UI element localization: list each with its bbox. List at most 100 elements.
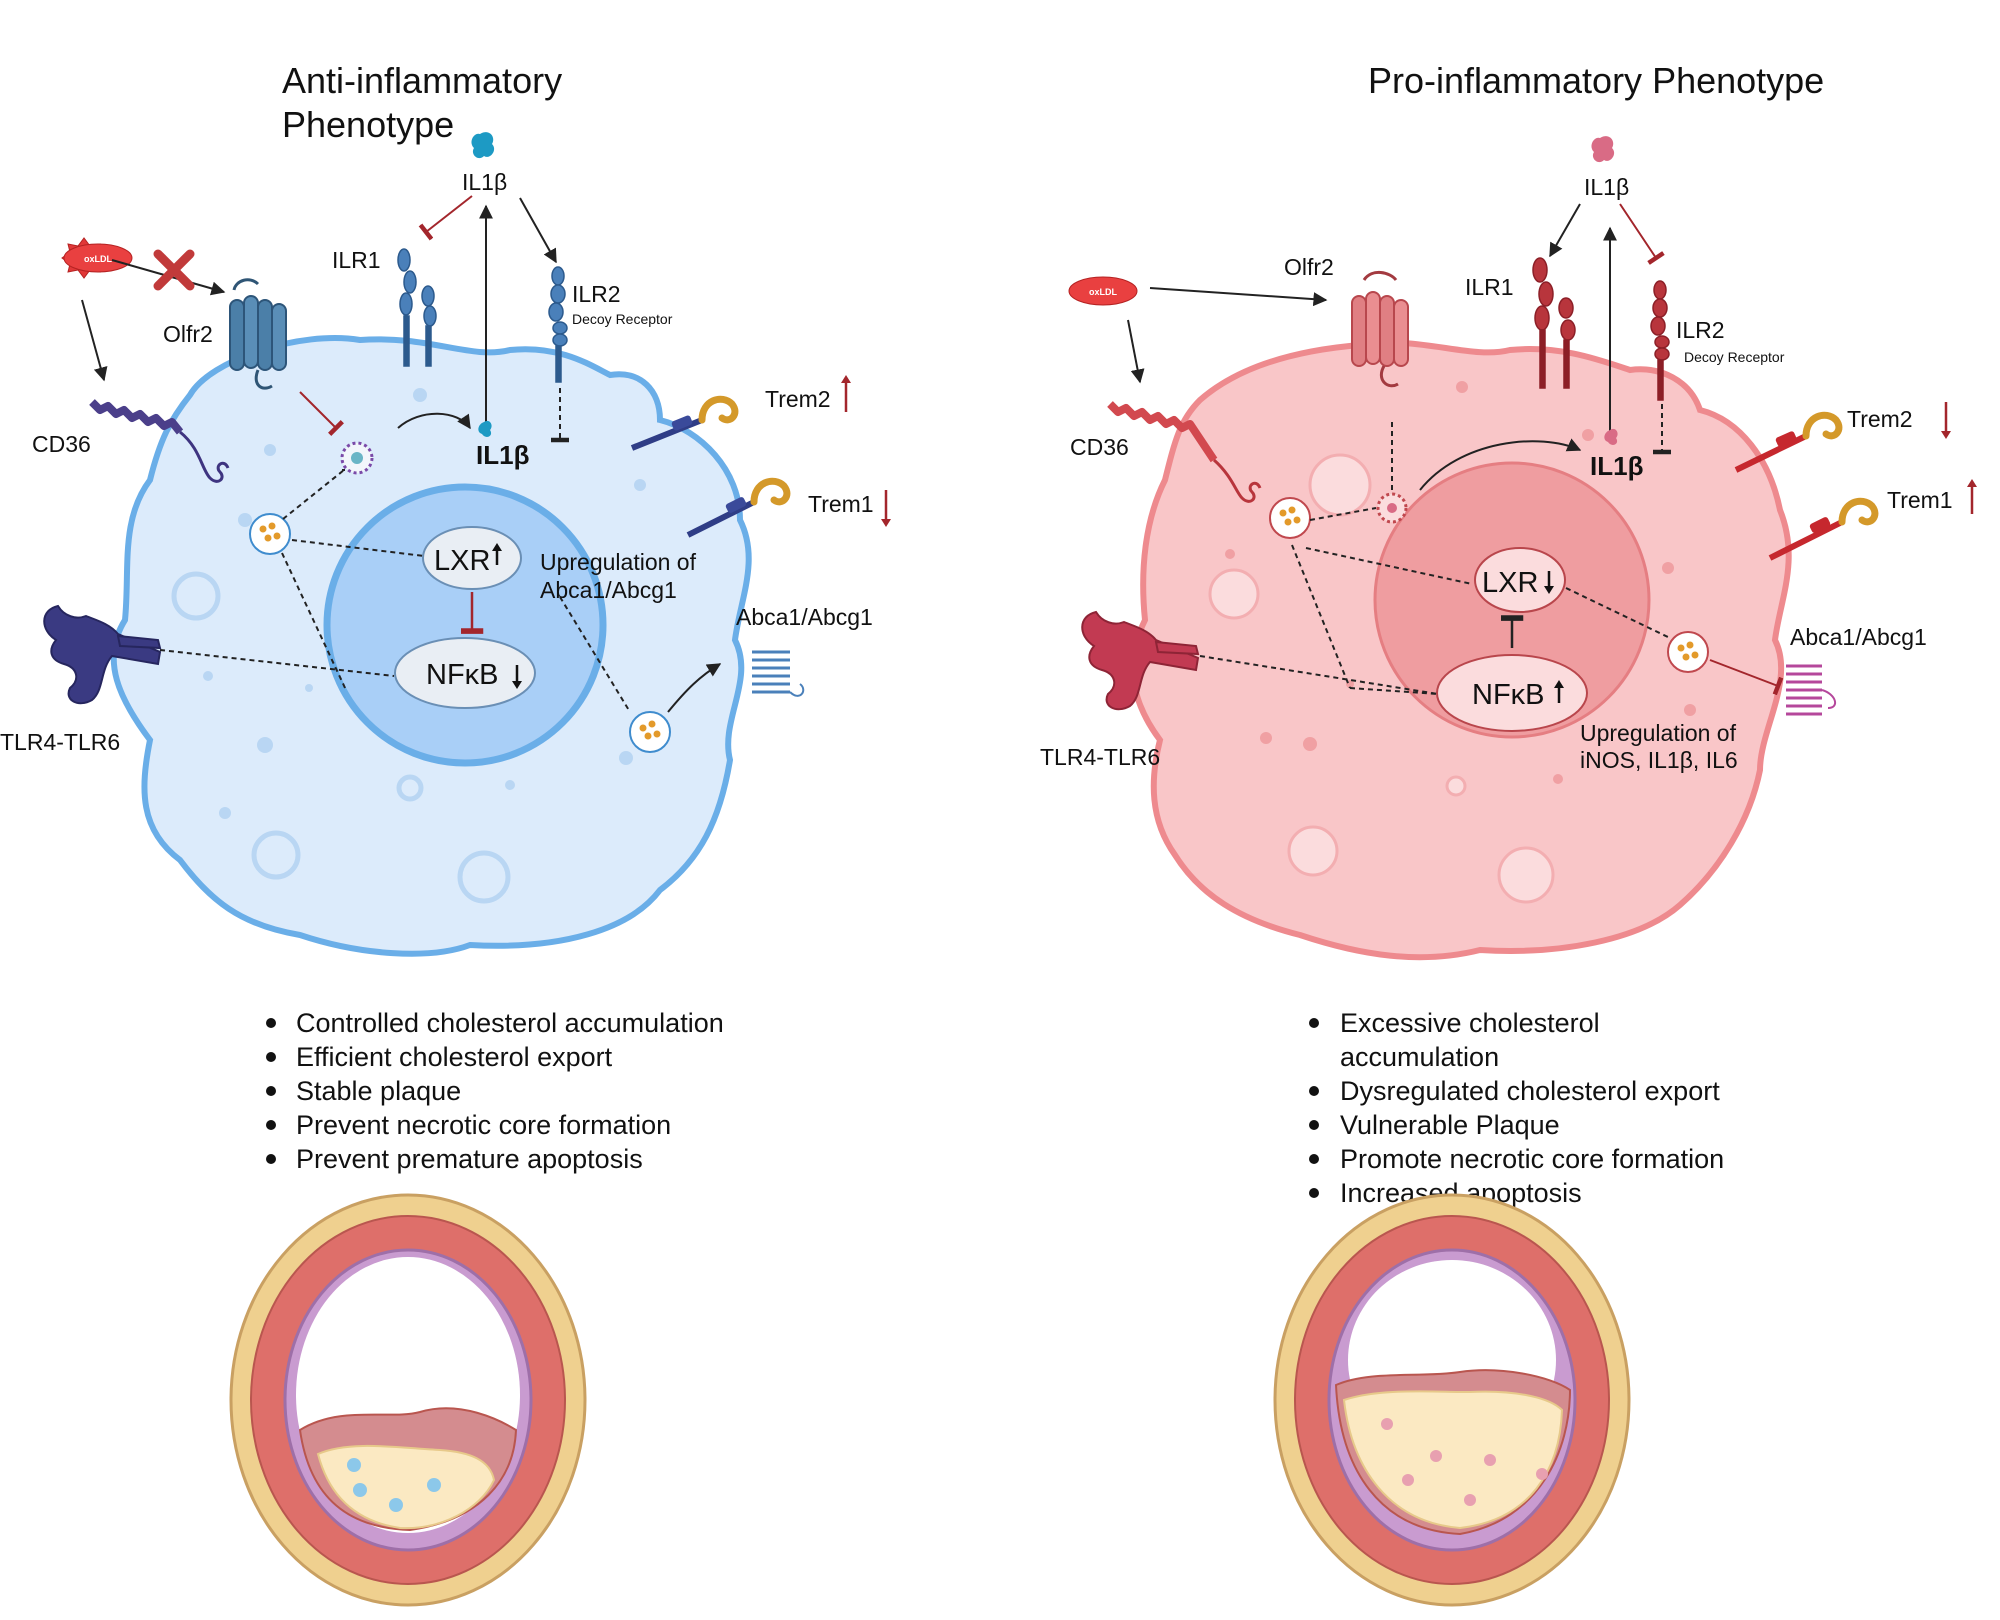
anti-vacuoles: [171, 571, 511, 904]
oxldl-to-cd36-arrow: [81, 299, 108, 382]
anti-bullet: Controlled cholesterol accumulation: [296, 1008, 724, 1038]
pro-il1b-inner-label: IL1β: [1590, 451, 1643, 481]
pro-trem2-receptor: [1734, 411, 1843, 473]
pro-cd36-label: CD36: [1070, 434, 1129, 460]
vacuole: [1445, 775, 1467, 797]
anti-abca1-transporter: [752, 650, 805, 697]
granule: [634, 479, 646, 491]
anti-cd36-label: CD36: [32, 431, 91, 457]
granule: [505, 780, 515, 790]
anti-title-line2: Phenotype: [282, 104, 454, 145]
il1b-to-ilr2-arrow: [519, 197, 557, 264]
anti-il1b-top-label: IL1β: [462, 169, 507, 195]
vacuole: [396, 774, 424, 802]
anti-ilr2-label: ILR2: [572, 281, 621, 307]
pro-olfr2-label: Olfr2: [1284, 254, 1334, 280]
vacuole: [251, 830, 301, 880]
granule: [1225, 549, 1235, 559]
anti-inflammasome-icon: [340, 441, 374, 475]
anti-trem2-label: Trem2: [765, 386, 831, 412]
anti-lxr-node: [422, 526, 522, 590]
pro-dashed-links: [1199, 422, 1671, 695]
pro-nfkb-node: [1436, 654, 1588, 732]
il1b-to-ilr2-inhibit: [1619, 203, 1665, 265]
pro-inflammatory-panel: Pro-inflammatory Phenotype LXR NFκB: [1040, 60, 1977, 1607]
pro-tlr4-tlr6-receptor: [1081, 610, 1200, 711]
anti-bullet: Prevent premature apoptosis: [296, 1144, 643, 1174]
arrow-up-icon: [1554, 680, 1564, 703]
pro-granules: [1225, 381, 1696, 784]
granule: [1553, 774, 1563, 784]
il1b-ligand-icon: [471, 132, 495, 159]
pro-tlr-label: TLR4-TLR6: [1040, 744, 1160, 770]
pro-title: Pro-inflammatory Phenotype: [1368, 60, 1824, 101]
pro-lxr-node: [1474, 547, 1566, 613]
vulnerable-plaque-vessel: [1273, 1193, 1631, 1607]
il1b-to-ilr1-arrow: [1549, 203, 1581, 258]
anti-trem1-label: Trem1: [808, 491, 874, 517]
anti-tlr4-tlr6-receptor: [43, 604, 162, 705]
anti-title-line1: Anti-inflammatory: [282, 60, 562, 101]
pro-bullet: accumulation: [1340, 1042, 1499, 1072]
anti-dashed-links: [159, 469, 631, 713]
anti-abca-label: Abca1/Abcg1: [736, 604, 873, 630]
pro-trem2-label: Trem2: [1847, 406, 1913, 432]
pro-trem1-receptor: [1768, 497, 1879, 561]
pro-cd36-receptor: [1107, 401, 1262, 503]
anti-granules: [203, 388, 646, 819]
granule: [1456, 381, 1468, 393]
vacuole: [1497, 846, 1555, 904]
pro-abca1-transporter: [1786, 664, 1837, 716]
blocked-x-icon: [153, 249, 195, 291]
granule: [219, 807, 231, 819]
granule: [413, 388, 427, 402]
arrow-down-icon: [1544, 571, 1554, 594]
pro-bullet: Excessive cholesterol: [1340, 1008, 1600, 1038]
anti-cd36-receptor: [89, 399, 230, 483]
pro-trem1-label: Trem1: [1887, 487, 1953, 513]
pro-ilr2-receptor: [1650, 280, 1670, 401]
vacuole: [171, 571, 221, 621]
anti-olfr2-label: Olfr2: [163, 321, 213, 347]
pro-inflammasome-icon: [1376, 492, 1408, 524]
anti-ilr2-receptor: [548, 266, 568, 383]
trem1-up-arrow-icon: [1967, 479, 1977, 514]
pro-vacuoles: [1208, 453, 1555, 904]
pro-olfr2-receptor: [1351, 271, 1409, 388]
pro-ilr1-receptor: [1532, 257, 1576, 389]
arrow-down-icon: [512, 665, 522, 689]
olfr2-inhibits-inflammasome: [299, 391, 344, 436]
stable-plaque-vessel: [229, 1193, 587, 1607]
il1b-inner-icon: [478, 420, 492, 437]
cholesterol-export-arrow: [667, 663, 722, 713]
anti-bullet: Stable plaque: [296, 1076, 461, 1106]
pro-oxldl-label: oxLDL: [1089, 287, 1118, 297]
anti-olfr2-receptor: [229, 278, 287, 390]
pro-decoy-label: Decoy Receptor: [1684, 349, 1785, 365]
anti-oxldl-label: oxLDL: [84, 254, 113, 264]
granule: [1303, 737, 1317, 751]
pro-ilr1-label: ILR1: [1465, 274, 1514, 300]
vacuole: [1208, 568, 1260, 620]
anti-upreg-line1: Upregulation of: [540, 549, 697, 575]
pro-il1b-top-label: IL1β: [1584, 174, 1629, 200]
granule: [1582, 429, 1594, 441]
trem2-down-arrow-icon: [1941, 402, 1951, 439]
pro-upreg-line1: Upregulation of: [1580, 720, 1737, 746]
pro-nfkb-label: NFκB: [1472, 679, 1545, 711]
pro-lipid-vesicle: [1269, 497, 1311, 539]
granule: [1260, 732, 1272, 744]
trem2-up-arrow-icon: [841, 375, 851, 412]
necrotic-core: [1342, 1390, 1564, 1530]
pro-ilr2-label: ILR2: [1676, 317, 1725, 343]
vacuole: [1308, 453, 1372, 517]
anti-tlr-label: TLR4-TLR6: [0, 729, 120, 755]
anti-ilr1-receptor: [397, 248, 437, 367]
granule: [1662, 562, 1674, 574]
anti-lxr-label: LXR: [434, 545, 490, 577]
il1b-ligand-icon: [1591, 136, 1615, 163]
vacuole: [457, 850, 511, 904]
pro-upreg-line2: iNOS, IL1β, IL6: [1580, 747, 1738, 773]
pro-bullet: Vulnerable Plaque: [1340, 1110, 1560, 1140]
